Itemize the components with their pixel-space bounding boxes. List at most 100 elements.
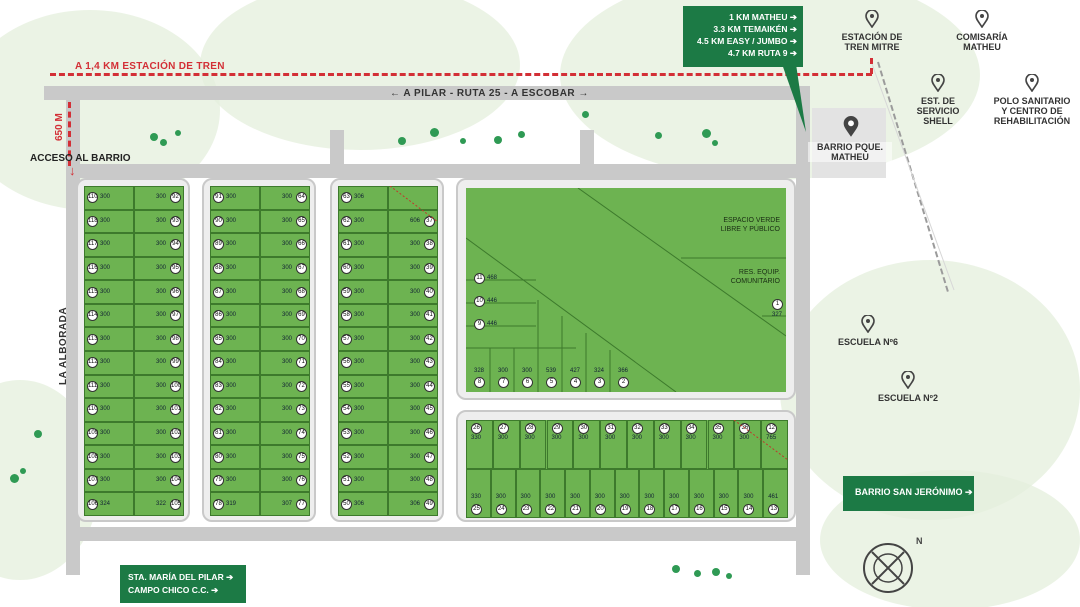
lot-left bbox=[338, 209, 388, 234]
lot-number: 102 bbox=[170, 428, 181, 439]
internal-road-bottom bbox=[66, 527, 810, 541]
lot-number: 74 bbox=[296, 428, 307, 439]
tree-icon bbox=[702, 129, 711, 138]
lot-number: 19 bbox=[619, 504, 631, 515]
lot-number: 63 bbox=[341, 192, 352, 204]
reserve-label: RES. EQUIP.COMUNITARIO bbox=[731, 268, 780, 286]
lot-number: 93 bbox=[170, 215, 181, 227]
lot-number: 116 bbox=[87, 263, 98, 274]
poi-barrio-pque-matheu: BARRIO PQUE.MATHEU bbox=[808, 142, 892, 162]
lot-area: 300 bbox=[226, 359, 237, 366]
lot-right bbox=[260, 186, 310, 210]
lot-left bbox=[338, 233, 388, 257]
lot-area: 300 bbox=[282, 430, 293, 436]
lot-area: 300 bbox=[100, 382, 111, 389]
arrow-right-icon: ➔ bbox=[789, 24, 797, 34]
lot-bottom bbox=[614, 469, 640, 518]
lot-top bbox=[492, 420, 520, 469]
lot-left bbox=[338, 374, 388, 399]
lot-number: 68 bbox=[296, 286, 307, 298]
lot-area: 300 bbox=[354, 359, 365, 366]
lot-area: 300 bbox=[410, 335, 421, 342]
lot-right bbox=[134, 398, 184, 422]
maria-pilar-button[interactable]: STA. MARÍA DEL PILAR ➔ CAMPO CHICO C.C. … bbox=[120, 565, 246, 603]
lot-right bbox=[134, 351, 184, 375]
lot-area: 300 bbox=[226, 406, 237, 413]
lot-number: 67 bbox=[296, 263, 307, 274]
lot-number: 27 bbox=[497, 423, 509, 434]
lot-number: 23 bbox=[520, 504, 532, 515]
lot-top bbox=[653, 420, 681, 469]
lot-area: 300 bbox=[354, 382, 365, 389]
lot-number: 72 bbox=[296, 380, 307, 392]
lot-area: 300 bbox=[410, 265, 421, 271]
tree-icon bbox=[160, 139, 167, 146]
lot-number: 65 bbox=[296, 215, 307, 227]
lot-number: 70 bbox=[296, 333, 307, 345]
lot-area: 300 bbox=[282, 194, 293, 201]
lot-top bbox=[707, 420, 735, 469]
lot-number: 106 bbox=[87, 498, 98, 510]
lot-area: 300 bbox=[282, 477, 293, 484]
lot-right bbox=[260, 468, 310, 493]
lot-number: 43 bbox=[424, 357, 435, 369]
lot-number: 38 bbox=[424, 239, 435, 251]
lot-number: 11 bbox=[474, 273, 485, 284]
lot-area: 300 bbox=[282, 382, 293, 389]
lot-area: 765 bbox=[766, 435, 777, 441]
lot-right bbox=[134, 280, 184, 304]
lot-left bbox=[338, 327, 388, 351]
lot-number: 90 bbox=[213, 215, 224, 227]
lot-number: 59 bbox=[341, 286, 352, 298]
lot-number: 73 bbox=[296, 404, 307, 416]
lot-bottom bbox=[763, 469, 788, 518]
green-space-label-line: ESPACIO VERDE bbox=[723, 217, 780, 224]
tree-icon bbox=[694, 570, 701, 577]
lot-number: 50 bbox=[341, 498, 352, 510]
lot-right bbox=[388, 327, 438, 351]
lot-area: 300 bbox=[718, 494, 729, 500]
main-road-label: ← A PILAR - RUTA 25 - A ESCOBAR → bbox=[390, 88, 589, 99]
lot-area: 300 bbox=[100, 217, 111, 224]
lot-number: 109 bbox=[87, 428, 98, 439]
san-jeronimo-button[interactable]: BARRIO SAN JERÓNIMO ➔ bbox=[843, 476, 974, 511]
lot-bottom bbox=[639, 469, 665, 518]
lot-area: 300 bbox=[551, 435, 562, 441]
lot-left bbox=[210, 398, 260, 422]
lot-number: 76 bbox=[296, 475, 307, 487]
lot-number: 84 bbox=[213, 357, 224, 369]
reserve-label-line: RES. EQUIP. bbox=[738, 269, 780, 276]
lot-area: 300 bbox=[282, 406, 293, 413]
arrow-right-icon: ➔ bbox=[789, 36, 797, 46]
lot-number: 35 bbox=[712, 423, 724, 434]
lot-bottom bbox=[713, 469, 739, 518]
lot-number: 6 bbox=[522, 377, 533, 388]
lot-right bbox=[260, 398, 310, 422]
lot-left bbox=[210, 256, 260, 281]
lot-left bbox=[210, 374, 260, 399]
lot-area: 300 bbox=[410, 406, 421, 413]
lot-number: 56 bbox=[341, 357, 352, 369]
lot-area: 300 bbox=[282, 288, 293, 295]
lot-area: 446 bbox=[487, 321, 498, 327]
arrow-right-icon: ➔ bbox=[789, 12, 797, 22]
lot-number: 5 bbox=[546, 377, 557, 388]
lot-number: 12 bbox=[766, 423, 778, 434]
lot-area: 300 bbox=[100, 194, 111, 201]
lot-right bbox=[388, 374, 438, 399]
lot-number: 66 bbox=[296, 239, 307, 251]
lot-bottom bbox=[565, 469, 590, 518]
lot-area: 322 bbox=[156, 500, 167, 507]
lot-area: 300 bbox=[498, 368, 509, 374]
lot-number: 54 bbox=[341, 404, 352, 416]
lot-right bbox=[260, 280, 310, 304]
lot-number: 113 bbox=[87, 333, 98, 345]
lot-number: 57 bbox=[341, 333, 352, 345]
access-label: ACCESO AL BARRIO bbox=[30, 153, 131, 164]
lot-area: 300 bbox=[410, 477, 421, 484]
lot-area: 300 bbox=[520, 494, 531, 500]
lot-top bbox=[546, 420, 574, 469]
